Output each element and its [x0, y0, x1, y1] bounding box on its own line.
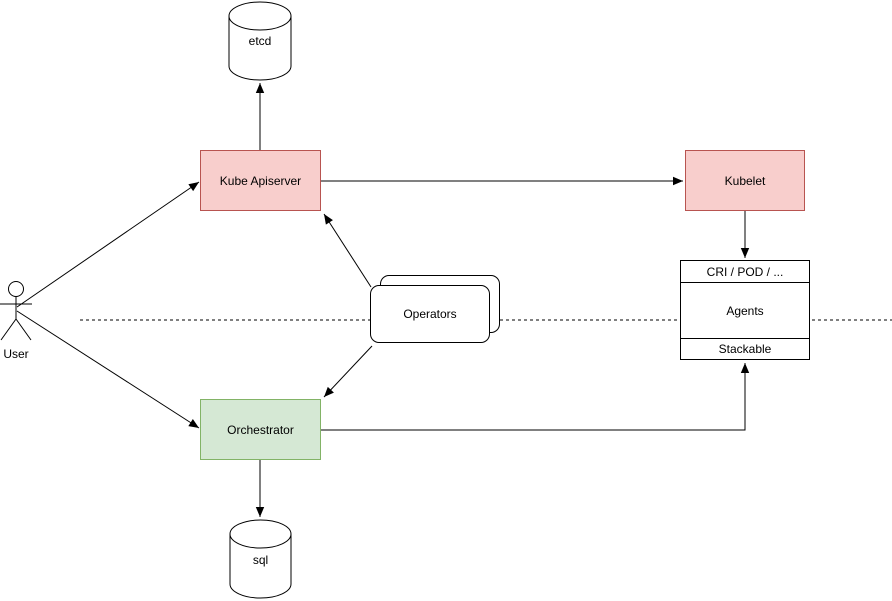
sql-cylinder-body[interactable] [229, 519, 292, 599]
kubelet-label: Kubelet [724, 173, 766, 188]
agents-footer: Stackable [681, 338, 809, 359]
actor-head [8, 281, 24, 297]
sql-database-shape[interactable] [229, 519, 292, 599]
agents-label: Agents [726, 303, 764, 318]
node-operators[interactable]: Operators [370, 285, 490, 343]
sql-cylinder-rim [229, 533, 292, 549]
etcd-cylinder-body[interactable] [228, 1, 292, 81]
sql-label: sql [252, 553, 269, 567]
etcd-database-shape[interactable] [228, 1, 292, 81]
edge-operators-orchestrator [323, 345, 373, 398]
kube-apiserver-label: Kube Apiserver [219, 173, 302, 188]
edge-user-orchestrator [16, 310, 200, 429]
node-orchestrator[interactable]: Orchestrator [200, 399, 321, 460]
user-label: User [3, 347, 29, 361]
actor-left-leg [0, 318, 17, 341]
user-actor-shape[interactable] [0, 281, 32, 341]
etcd-cylinder-rim [228, 15, 292, 31]
agents-header: CRI / POD / ... [681, 261, 809, 283]
operators-label: Operators [403, 307, 457, 321]
edge-operators-kube-apiserver [323, 213, 372, 288]
orchestrator-label: Orchestrator [227, 422, 294, 437]
actor-right-leg [15, 318, 32, 341]
edge-user-kube-apiserver [16, 181, 200, 308]
node-agents[interactable]: CRI / POD / ... Agents Stackable [680, 260, 810, 360]
etcd-label: etcd [248, 34, 272, 48]
node-kubelet[interactable]: Kubelet [685, 150, 805, 211]
edge-orchestrator-agents [321, 363, 750, 431]
node-kube-apiserver[interactable]: Kube Apiserver [200, 150, 321, 211]
